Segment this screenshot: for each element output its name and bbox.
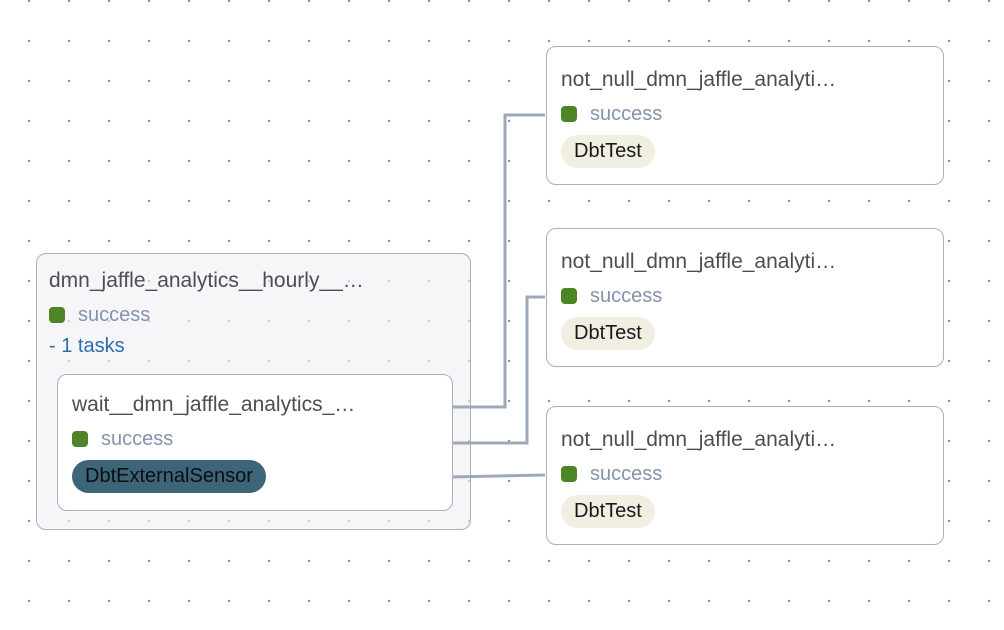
task-status-label: success bbox=[590, 103, 663, 125]
success-status-icon bbox=[561, 288, 577, 304]
success-status-icon bbox=[72, 431, 88, 447]
task-title: not_null_dmn_jaffle_analyti… bbox=[561, 250, 837, 273]
task-title: not_null_dmn_jaffle_analyti… bbox=[561, 68, 837, 91]
success-status-icon bbox=[49, 307, 65, 323]
task-status-row: success bbox=[561, 286, 929, 306]
success-status-icon bbox=[561, 466, 577, 482]
group-collapse-toggle[interactable]: - 1 tasks bbox=[49, 335, 125, 357]
task-status-row: success bbox=[561, 104, 929, 124]
task-status-label: success bbox=[590, 463, 663, 485]
group-title: dmn_jaffle_analytics__hourly__… bbox=[49, 269, 364, 292]
operator-badge: DbtExternalSensor bbox=[72, 460, 266, 493]
group-status-row: success bbox=[49, 305, 458, 325]
task-title: wait__dmn_jaffle_analytics_… bbox=[72, 393, 356, 416]
task-title: not_null_dmn_jaffle_analyti… bbox=[561, 428, 837, 451]
operator-badge: DbtTest bbox=[561, 495, 655, 528]
task-node-wait[interactable]: wait__dmn_jaffle_analytics_… success Dbt… bbox=[57, 374, 453, 511]
operator-badge: DbtTest bbox=[561, 317, 655, 350]
operator-badge: DbtTest bbox=[561, 135, 655, 168]
task-node-test[interactable]: not_null_dmn_jaffle_analyti… success Dbt… bbox=[546, 228, 944, 367]
task-status-row: success bbox=[72, 429, 438, 449]
task-status-label: success bbox=[590, 285, 663, 307]
task-status-row: success bbox=[561, 464, 929, 484]
group-status-label: success bbox=[78, 304, 151, 326]
success-status-icon bbox=[561, 106, 577, 122]
task-node-test[interactable]: not_null_dmn_jaffle_analyti… success Dbt… bbox=[546, 46, 944, 185]
task-node-test[interactable]: not_null_dmn_jaffle_analyti… success Dbt… bbox=[546, 406, 944, 545]
task-status-label: success bbox=[101, 428, 174, 450]
